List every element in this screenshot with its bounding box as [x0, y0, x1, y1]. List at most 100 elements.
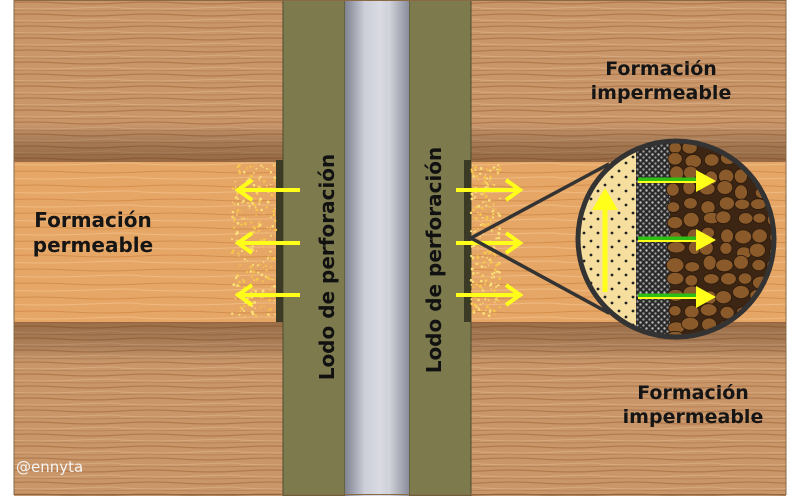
speckle: [493, 271, 496, 275]
rock-grain: [683, 197, 698, 210]
speckle: [485, 177, 489, 180]
speckle: [477, 227, 480, 230]
rock-grain: [752, 212, 767, 224]
speckle: [481, 255, 484, 258]
speckle: [274, 313, 276, 316]
rock-grain: [680, 316, 700, 331]
rock-grain: [683, 165, 699, 180]
speckle: [239, 264, 241, 266]
speckle: [269, 250, 271, 253]
speckle: [474, 195, 477, 199]
speckle: [263, 213, 265, 215]
speckle: [254, 314, 258, 317]
speckle: [242, 305, 246, 308]
rock-grain: [720, 228, 734, 244]
speckle: [489, 175, 492, 178]
speckle: [475, 273, 477, 275]
speckle: [487, 252, 490, 255]
speckle: [482, 252, 485, 254]
speckle: [479, 303, 482, 305]
speckle: [255, 208, 259, 212]
speckle: [493, 289, 496, 292]
rock-grain: [733, 168, 748, 184]
speckle: [492, 252, 496, 256]
speckle: [262, 266, 264, 269]
speckle: [242, 278, 244, 281]
speckle: [248, 207, 251, 209]
speckle: [490, 260, 493, 263]
speckle: [482, 311, 486, 315]
speckle: [494, 298, 498, 301]
speckle: [262, 238, 266, 242]
speckle: [475, 282, 478, 285]
speckle: [262, 180, 266, 183]
rock-grain: [715, 290, 732, 305]
speckle: [241, 201, 244, 204]
rock-grain: [732, 285, 750, 300]
speckle: [482, 260, 486, 264]
speckle: [470, 192, 473, 195]
speckle: [473, 197, 476, 200]
speckle: [236, 211, 239, 214]
speckle: [497, 212, 500, 215]
speckle: [492, 212, 495, 216]
label-permeable-formation: Formación permeable: [32, 208, 154, 257]
speckle: [497, 299, 500, 303]
speckle: [238, 313, 241, 316]
speckle: [266, 185, 268, 187]
speckle: [477, 308, 481, 311]
filtrate-arrow-icon: [234, 231, 300, 255]
speckle: [262, 166, 264, 168]
speckle: [234, 197, 236, 200]
speckle: [251, 231, 254, 233]
filtrate-arrows-left: [234, 178, 300, 307]
speckle: [495, 263, 498, 267]
speckle: [272, 209, 276, 213]
speckle: [495, 237, 498, 240]
speckle: [492, 209, 495, 212]
speckle: [243, 258, 246, 261]
speckle: [230, 251, 234, 255]
speckle: [231, 187, 235, 190]
speckle: [236, 273, 240, 277]
rock-grain: [667, 241, 686, 254]
speckle: [470, 254, 473, 258]
pipe-bore: [366, 0, 388, 496]
speckle: [491, 216, 495, 219]
speckle: [485, 217, 488, 221]
speckle: [272, 164, 275, 167]
speckle: [497, 284, 500, 287]
speckle: [488, 177, 491, 180]
speckle: [271, 286, 273, 288]
speckle: [470, 197, 474, 201]
speckle: [238, 255, 240, 257]
rock-grain: [716, 180, 734, 195]
speckle: [474, 169, 477, 172]
speckle: [232, 215, 234, 218]
speckle: [264, 264, 267, 267]
speckle: [492, 204, 495, 206]
speckle: [254, 206, 257, 209]
speckle: [246, 260, 248, 262]
speckle: [274, 207, 276, 210]
frame-border: [13, 0, 787, 495]
speckle: [498, 214, 500, 216]
speckle: [231, 210, 235, 214]
speckle: [484, 266, 487, 269]
speckle: [261, 289, 265, 293]
speckle: [470, 267, 474, 271]
speckle: [237, 252, 240, 255]
filtrate-arrow-icon: [456, 283, 524, 307]
rock-grain: [684, 274, 699, 287]
speckle: [494, 269, 497, 272]
speckle: [236, 221, 240, 225]
speckle: [270, 256, 272, 259]
speckle: [485, 204, 488, 207]
speckle: [491, 176, 493, 179]
speckle: [273, 257, 276, 260]
speckle: [258, 179, 260, 181]
speckle: [492, 202, 495, 205]
speckle: [490, 288, 492, 290]
speckle: [270, 193, 274, 197]
speckle: [484, 224, 487, 227]
